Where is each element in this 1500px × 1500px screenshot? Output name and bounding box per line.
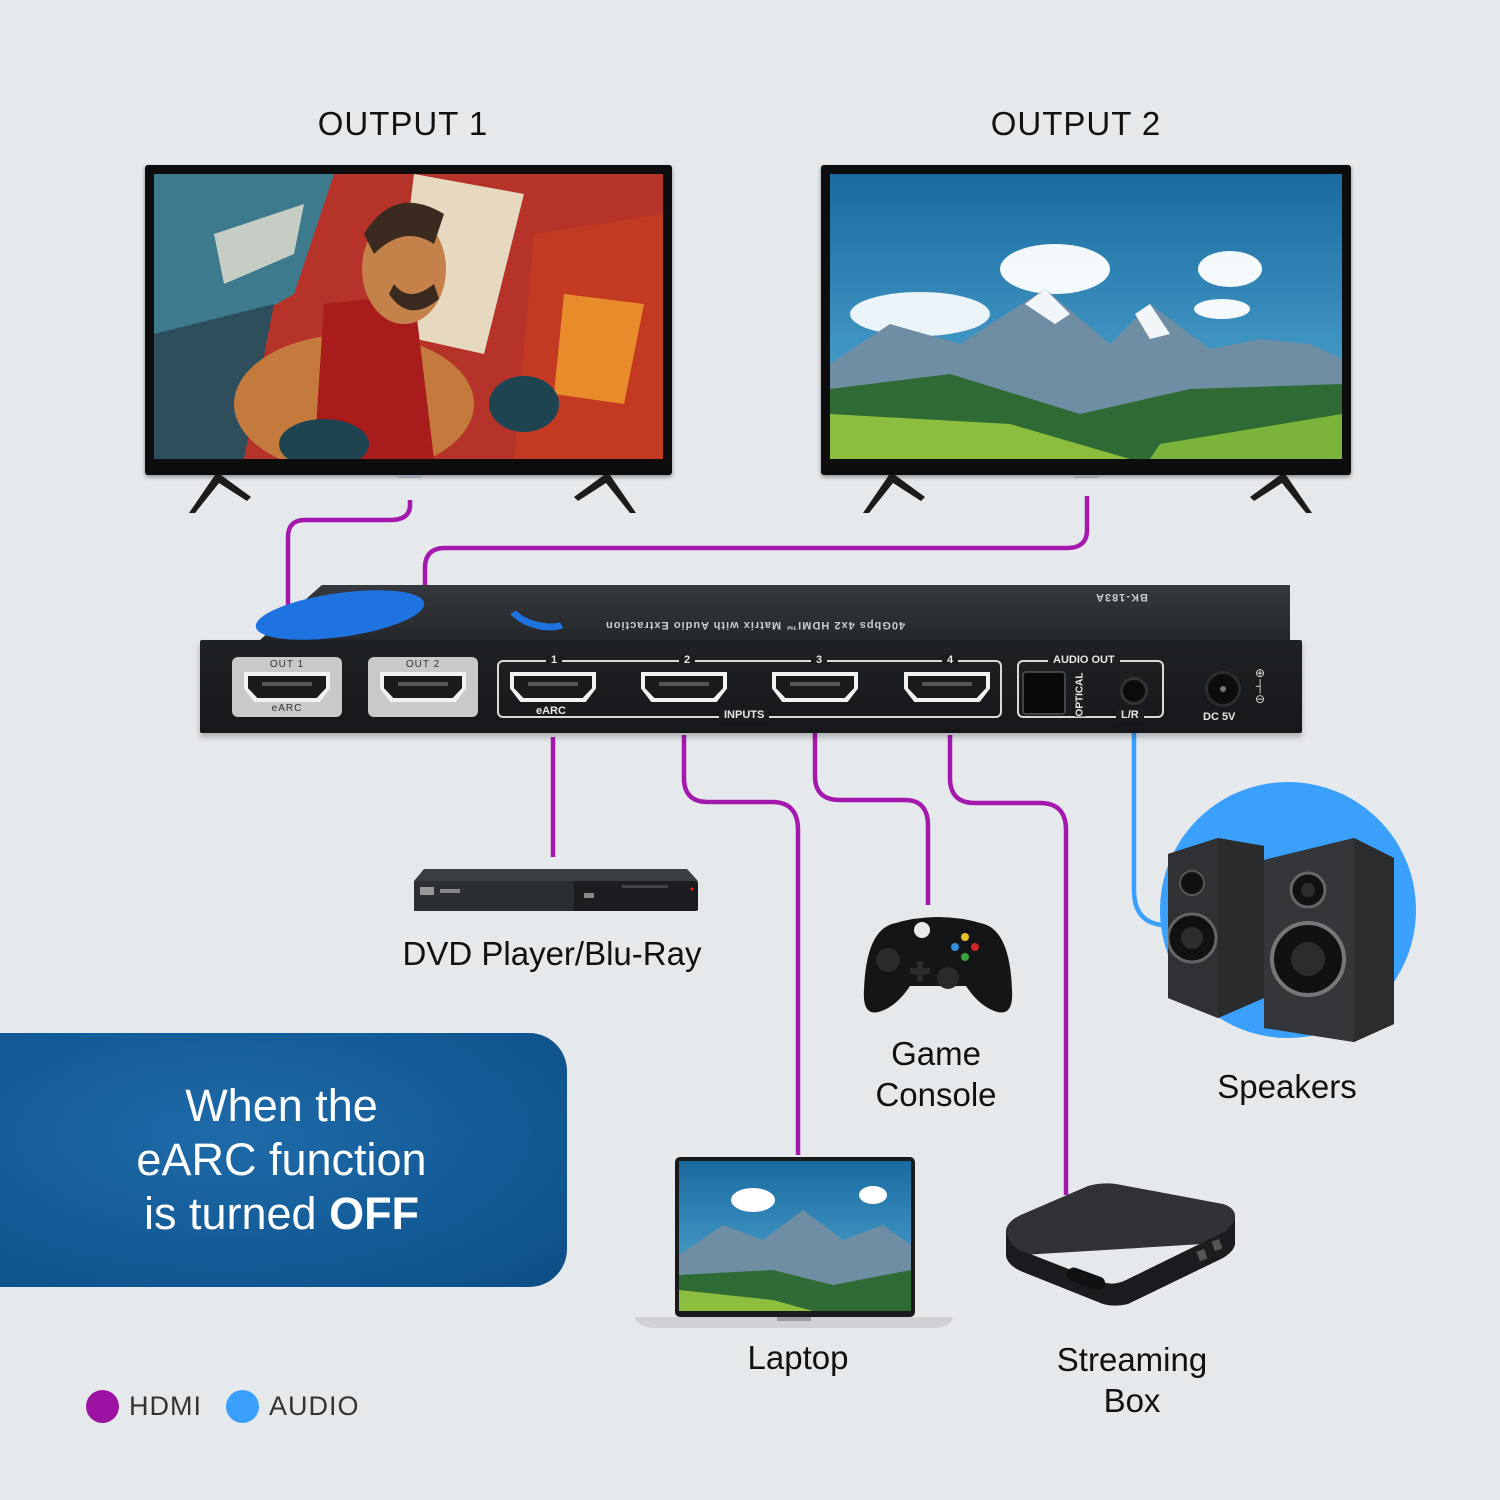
dc-power-port[interactable]	[1205, 671, 1241, 707]
audio-legend-dot-icon	[226, 1390, 259, 1423]
laptop-label: Laptop	[747, 1339, 849, 1376]
streaming-box-label: Streaming Box	[1032, 1339, 1232, 1421]
tv-frame	[821, 165, 1351, 475]
device-model-text: BK-183A	[1095, 591, 1148, 603]
tv-logo	[1074, 475, 1098, 478]
banner-line-1: When the	[185, 1080, 378, 1131]
laptop-icon	[635, 1157, 953, 1328]
hdmi-cable-input3	[812, 733, 931, 905]
dc-power-label: DC 5V	[1203, 711, 1236, 723]
out2-label: OUT 2	[405, 659, 441, 670]
banner-line-3: is turned OFF	[0, 1187, 563, 1241]
audio-out-label: AUDIO OUT	[1048, 654, 1120, 666]
banner-line-2: eARC function	[136, 1134, 427, 1185]
device-title-text: 40Gbps 4x2 HDMI™ Matrix with Audio Extra…	[605, 619, 906, 631]
polarity-icon: ⊕┤⊖	[1255, 666, 1266, 706]
hdmi-legend-dot-icon	[86, 1390, 119, 1423]
output-2-title: OUTPUT 2	[990, 105, 1162, 142]
inputs-label: INPUTS	[719, 709, 770, 721]
banner-line-3-prefix: is turned	[143, 1188, 330, 1239]
game-console-label-line2: Console	[875, 1076, 997, 1113]
out2-port-plate: OUT 2	[368, 657, 478, 717]
input-2-number: 2	[679, 654, 696, 666]
input-4-number: 4	[942, 654, 959, 666]
tv-logo	[396, 475, 421, 478]
input-3-number: 3	[811, 654, 828, 666]
tv-output-2	[821, 165, 1351, 515]
dvd-player-icon	[414, 869, 698, 911]
boxer-illustration-icon	[154, 174, 663, 459]
tv-stand-right	[574, 475, 636, 513]
hdmi-legend-label: HDMI	[129, 1391, 202, 1421]
speakers-label: Speakers	[1217, 1068, 1357, 1105]
streaming-box-label-line2: Box	[1103, 1382, 1161, 1419]
mountain-landscape-icon	[830, 174, 1342, 459]
lr-label: L/R	[1116, 709, 1144, 721]
tv-screen-mountain	[830, 174, 1342, 459]
streaming-box-label-line1: Streaming	[1056, 1341, 1208, 1378]
out1-hdmi-port[interactable]	[244, 672, 330, 702]
optical-port[interactable]	[1022, 671, 1066, 715]
output-1-title: OUTPUT 1	[317, 105, 489, 142]
device-top-panel	[260, 585, 1290, 640]
dvd-player-label: DVD Player/Blu-Ray	[402, 935, 702, 972]
audio-cable	[1131, 731, 1163, 928]
game-controller-icon	[863, 917, 1013, 1013]
tv-stand-left	[189, 475, 251, 513]
hdmi-matrix-device: 40Gbps 4x2 HDMI™ Matrix with Audio Extra…	[200, 580, 1302, 733]
streaming-box-icon	[1006, 1183, 1236, 1306]
out1-earc-label: eARC	[271, 703, 303, 714]
game-console-label: Game Console	[836, 1033, 1036, 1115]
earc-off-banner: When the eARC function is turned OFF	[0, 1033, 567, 1287]
banner-off-emphasis: OFF	[329, 1188, 420, 1239]
tv-stand-left	[863, 475, 925, 513]
audio-legend-label: AUDIO	[269, 1391, 360, 1421]
input-3-hdmi-port[interactable]	[772, 672, 858, 702]
input-1-hdmi-port[interactable]	[510, 672, 596, 702]
game-console-label-line1: Game	[891, 1035, 981, 1072]
tv-frame	[145, 165, 672, 475]
lr-audio-jack[interactable]	[1120, 677, 1148, 705]
out2-hdmi-port[interactable]	[380, 672, 466, 702]
out1-port-plate: OUT 1 eARC	[232, 657, 342, 717]
speakers-icon	[1168, 838, 1394, 1042]
optical-label: OPTICAL	[1074, 672, 1086, 717]
tv-output-1	[145, 165, 672, 515]
tv-stand-right	[1250, 475, 1312, 513]
cable-legend: HDMI AUDIO	[86, 1390, 374, 1423]
input-1-number: 1	[546, 654, 563, 666]
tv-screen-boxer-art	[154, 174, 663, 459]
out1-label: OUT 1	[269, 659, 305, 670]
input-1-earc-label: eARC	[536, 705, 566, 717]
input-4-hdmi-port[interactable]	[904, 672, 990, 702]
input-2-hdmi-port[interactable]	[641, 672, 727, 702]
